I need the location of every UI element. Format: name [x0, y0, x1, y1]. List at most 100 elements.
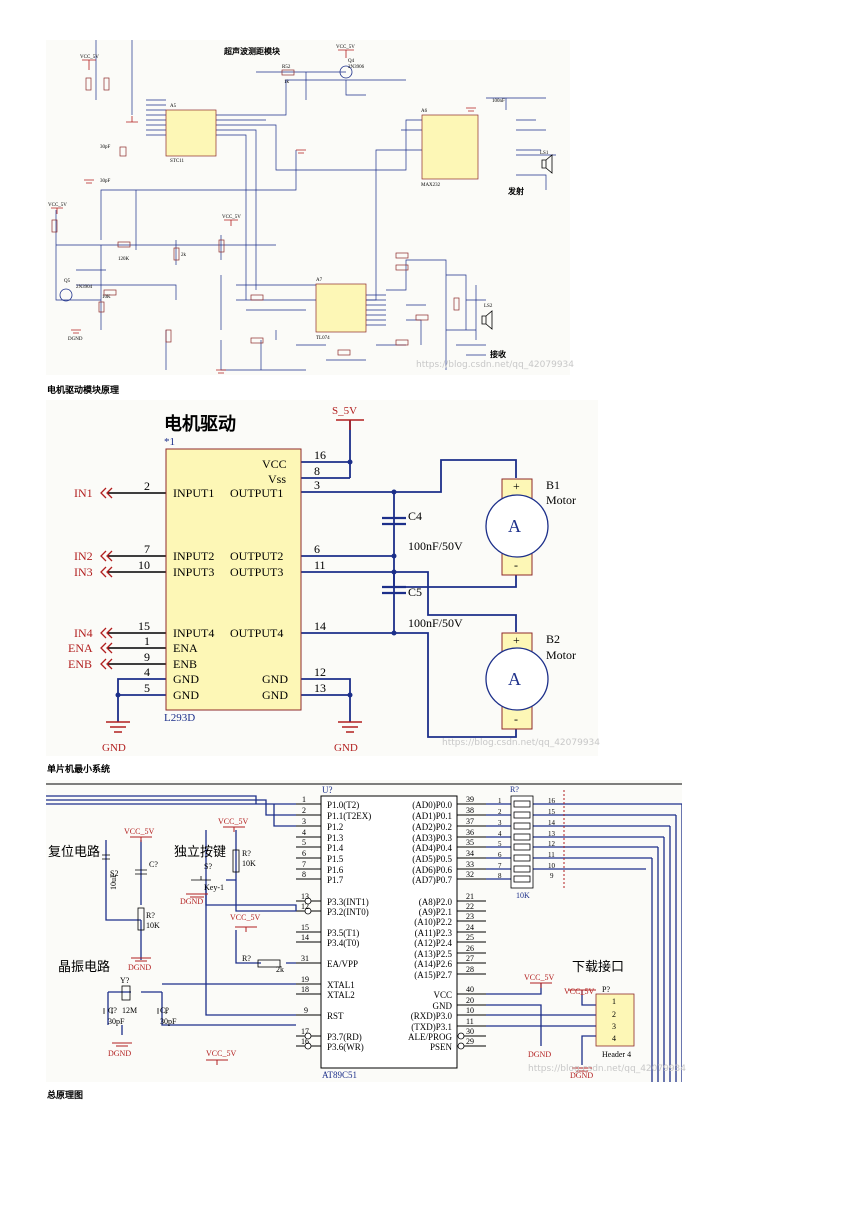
pin-p2-4: (A12)P2.4 — [414, 938, 452, 948]
pin-num-gnd4: 4 — [144, 665, 150, 679]
pin-name-output1: OUTPUT1 — [230, 486, 283, 500]
pin-p2-1: (A9)P2.1 — [419, 907, 452, 917]
dgnd-mcu: DGND — [528, 1050, 551, 1059]
pin-num-ena: 1 — [144, 634, 150, 648]
motor-driver-schematic: 电机驱动 *1 L293D S_5V GND GND IN1 2 INPUT1 … — [46, 400, 598, 756]
fig2-subtitle: *1 — [164, 436, 175, 448]
fig1-a5-model: STC11 — [170, 159, 184, 164]
pin-num-24: 24 — [466, 923, 474, 932]
fig2-supply: S_5V — [332, 405, 357, 417]
pin-p2-0: (A8)P2.0 — [419, 897, 453, 907]
pin-rst: RST — [327, 1011, 344, 1021]
fig1-r52-ref: R52 — [282, 65, 291, 70]
fig3-watermark: https://blog.csdn.net/qq_42079934 — [528, 1064, 687, 1074]
net-ena: ENA — [68, 641, 93, 655]
header-pin-2: 2 — [612, 1010, 616, 1019]
fig2-watermark: https://blog.csdn.net/qq_42079934 — [442, 738, 601, 748]
pin-num-39: 39 — [466, 795, 474, 804]
rp-r16: 16 — [548, 797, 556, 805]
pin-num-13: 13 — [301, 892, 309, 901]
pin-num-in1: 2 — [144, 479, 150, 493]
input-arrows — [100, 487, 113, 670]
pin-num-29: 29 — [466, 1037, 474, 1046]
fig1-c40: 30pF — [100, 179, 111, 184]
reset-circuit-title: 复位电路 — [48, 844, 100, 859]
pin-num-1: 1 — [302, 795, 306, 804]
pin-num-17: 17 — [301, 1027, 309, 1036]
vcc-bottom: VCC_5V — [206, 1049, 236, 1058]
chip-name: AT89C51 — [322, 1070, 357, 1080]
download-title: 下载接口 — [572, 959, 624, 974]
pin-num-in3: 10 — [138, 558, 150, 572]
pin-p2-5: (A13)P2.5 — [414, 949, 452, 959]
fig1-vcc2: VCC_5V — [222, 215, 241, 220]
pin-num-26: 26 — [466, 944, 474, 953]
fig1-a5-ref: A5 — [170, 104, 177, 109]
fig1-dgnd: DGND — [68, 337, 83, 342]
rp-r15: 15 — [548, 808, 556, 816]
fig1-r75: 10K — [102, 295, 111, 300]
pin-num-35: 35 — [466, 838, 474, 847]
c-reset-value: 10uF — [109, 873, 118, 890]
fig1-q4-model: 2N3906 — [348, 65, 365, 70]
key-name: Key-1 — [204, 883, 224, 892]
fig1-r71: 2k — [181, 253, 187, 258]
pin-p0-3: (AD3)P0.3 — [412, 833, 452, 843]
pin-num-2: 2 — [302, 806, 306, 815]
fig1-title: 超声波测距模块 — [223, 46, 281, 56]
pin-name-gnd4: GND — [173, 672, 199, 686]
pin-p3-3: P3.3(INT1) — [327, 897, 369, 907]
header-pin-4: 4 — [612, 1034, 616, 1043]
pin-num-output2: 6 — [314, 542, 320, 556]
header-name: Header 4 — [602, 1050, 631, 1059]
pin-p0-1: (AD1)P0.1 — [412, 811, 452, 821]
motor-b1-label: Motor — [546, 493, 576, 507]
r-reset-value: 10K — [146, 921, 160, 930]
pin-p1-1: P1.1(T2EX) — [327, 811, 371, 821]
pin-name-gnd5: GND — [173, 688, 199, 702]
pin-num-16: 16 — [301, 1037, 309, 1046]
header-ref: P? — [602, 985, 610, 994]
pin-name-input2: INPUT2 — [173, 549, 214, 563]
pin-p2-3: (A11)P2.3 — [415, 928, 453, 938]
pin-p1-0: P1.0(T2) — [327, 800, 359, 810]
dgnd-reset: DGND — [128, 963, 151, 972]
dgnd-osc: DGND — [108, 1049, 131, 1058]
motor-b1: B1 — [546, 478, 560, 492]
pin-name-output4: OUTPUT4 — [230, 626, 283, 640]
pin-p1-3: P1.3 — [327, 833, 344, 843]
net-in3: IN3 — [74, 565, 93, 579]
pin-num-22: 22 — [466, 902, 474, 911]
motor-b1-minus: - — [514, 558, 518, 572]
pin-xtal1: XTAL1 — [327, 980, 355, 990]
c-reset-ref: C? — [149, 860, 158, 869]
pin-name-gnd13: GND — [262, 688, 288, 702]
pin-p1-4: P1.4 — [327, 843, 344, 853]
motor-b2-plus: + — [513, 633, 520, 647]
net-in2: IN2 — [74, 549, 93, 563]
net-in1: IN1 — [74, 486, 93, 500]
pin-ale: ALE/PROG — [408, 1032, 453, 1042]
fig1-q5-model: 2N3904 — [76, 285, 93, 290]
vcc-key: VCC_5V — [218, 817, 248, 826]
vcc-header: VCC_5V — [564, 987, 594, 996]
net-in4: IN4 — [74, 626, 93, 640]
pin-num-output3: 11 — [314, 558, 326, 572]
pin-num-32: 32 — [466, 870, 474, 879]
rp-r9: 9 — [550, 872, 554, 880]
fig1-vcc1: VCC_5V — [336, 45, 355, 50]
pin-num-gnd13: 13 — [314, 681, 326, 695]
pin-num-30: 30 — [466, 1027, 474, 1036]
pin-p2-6: (A14)P2.6 — [414, 959, 452, 969]
fig1-q4-ref: Q4 — [348, 59, 355, 64]
s-key-ref: S? — [204, 862, 212, 871]
pin-p0-7: (AD7)P0.7 — [412, 875, 452, 885]
pin-num-6: 6 — [302, 849, 306, 858]
pin-num-8: 8 — [302, 870, 306, 879]
pin-num-9: 9 — [304, 1006, 308, 1015]
fig1-r52-val: 1k — [284, 80, 290, 85]
pin-num-33: 33 — [466, 860, 474, 869]
osc-title: 晶振电路 — [58, 959, 110, 974]
pin-num-27: 27 — [466, 954, 474, 963]
pin-name-enb: ENB — [173, 657, 197, 671]
